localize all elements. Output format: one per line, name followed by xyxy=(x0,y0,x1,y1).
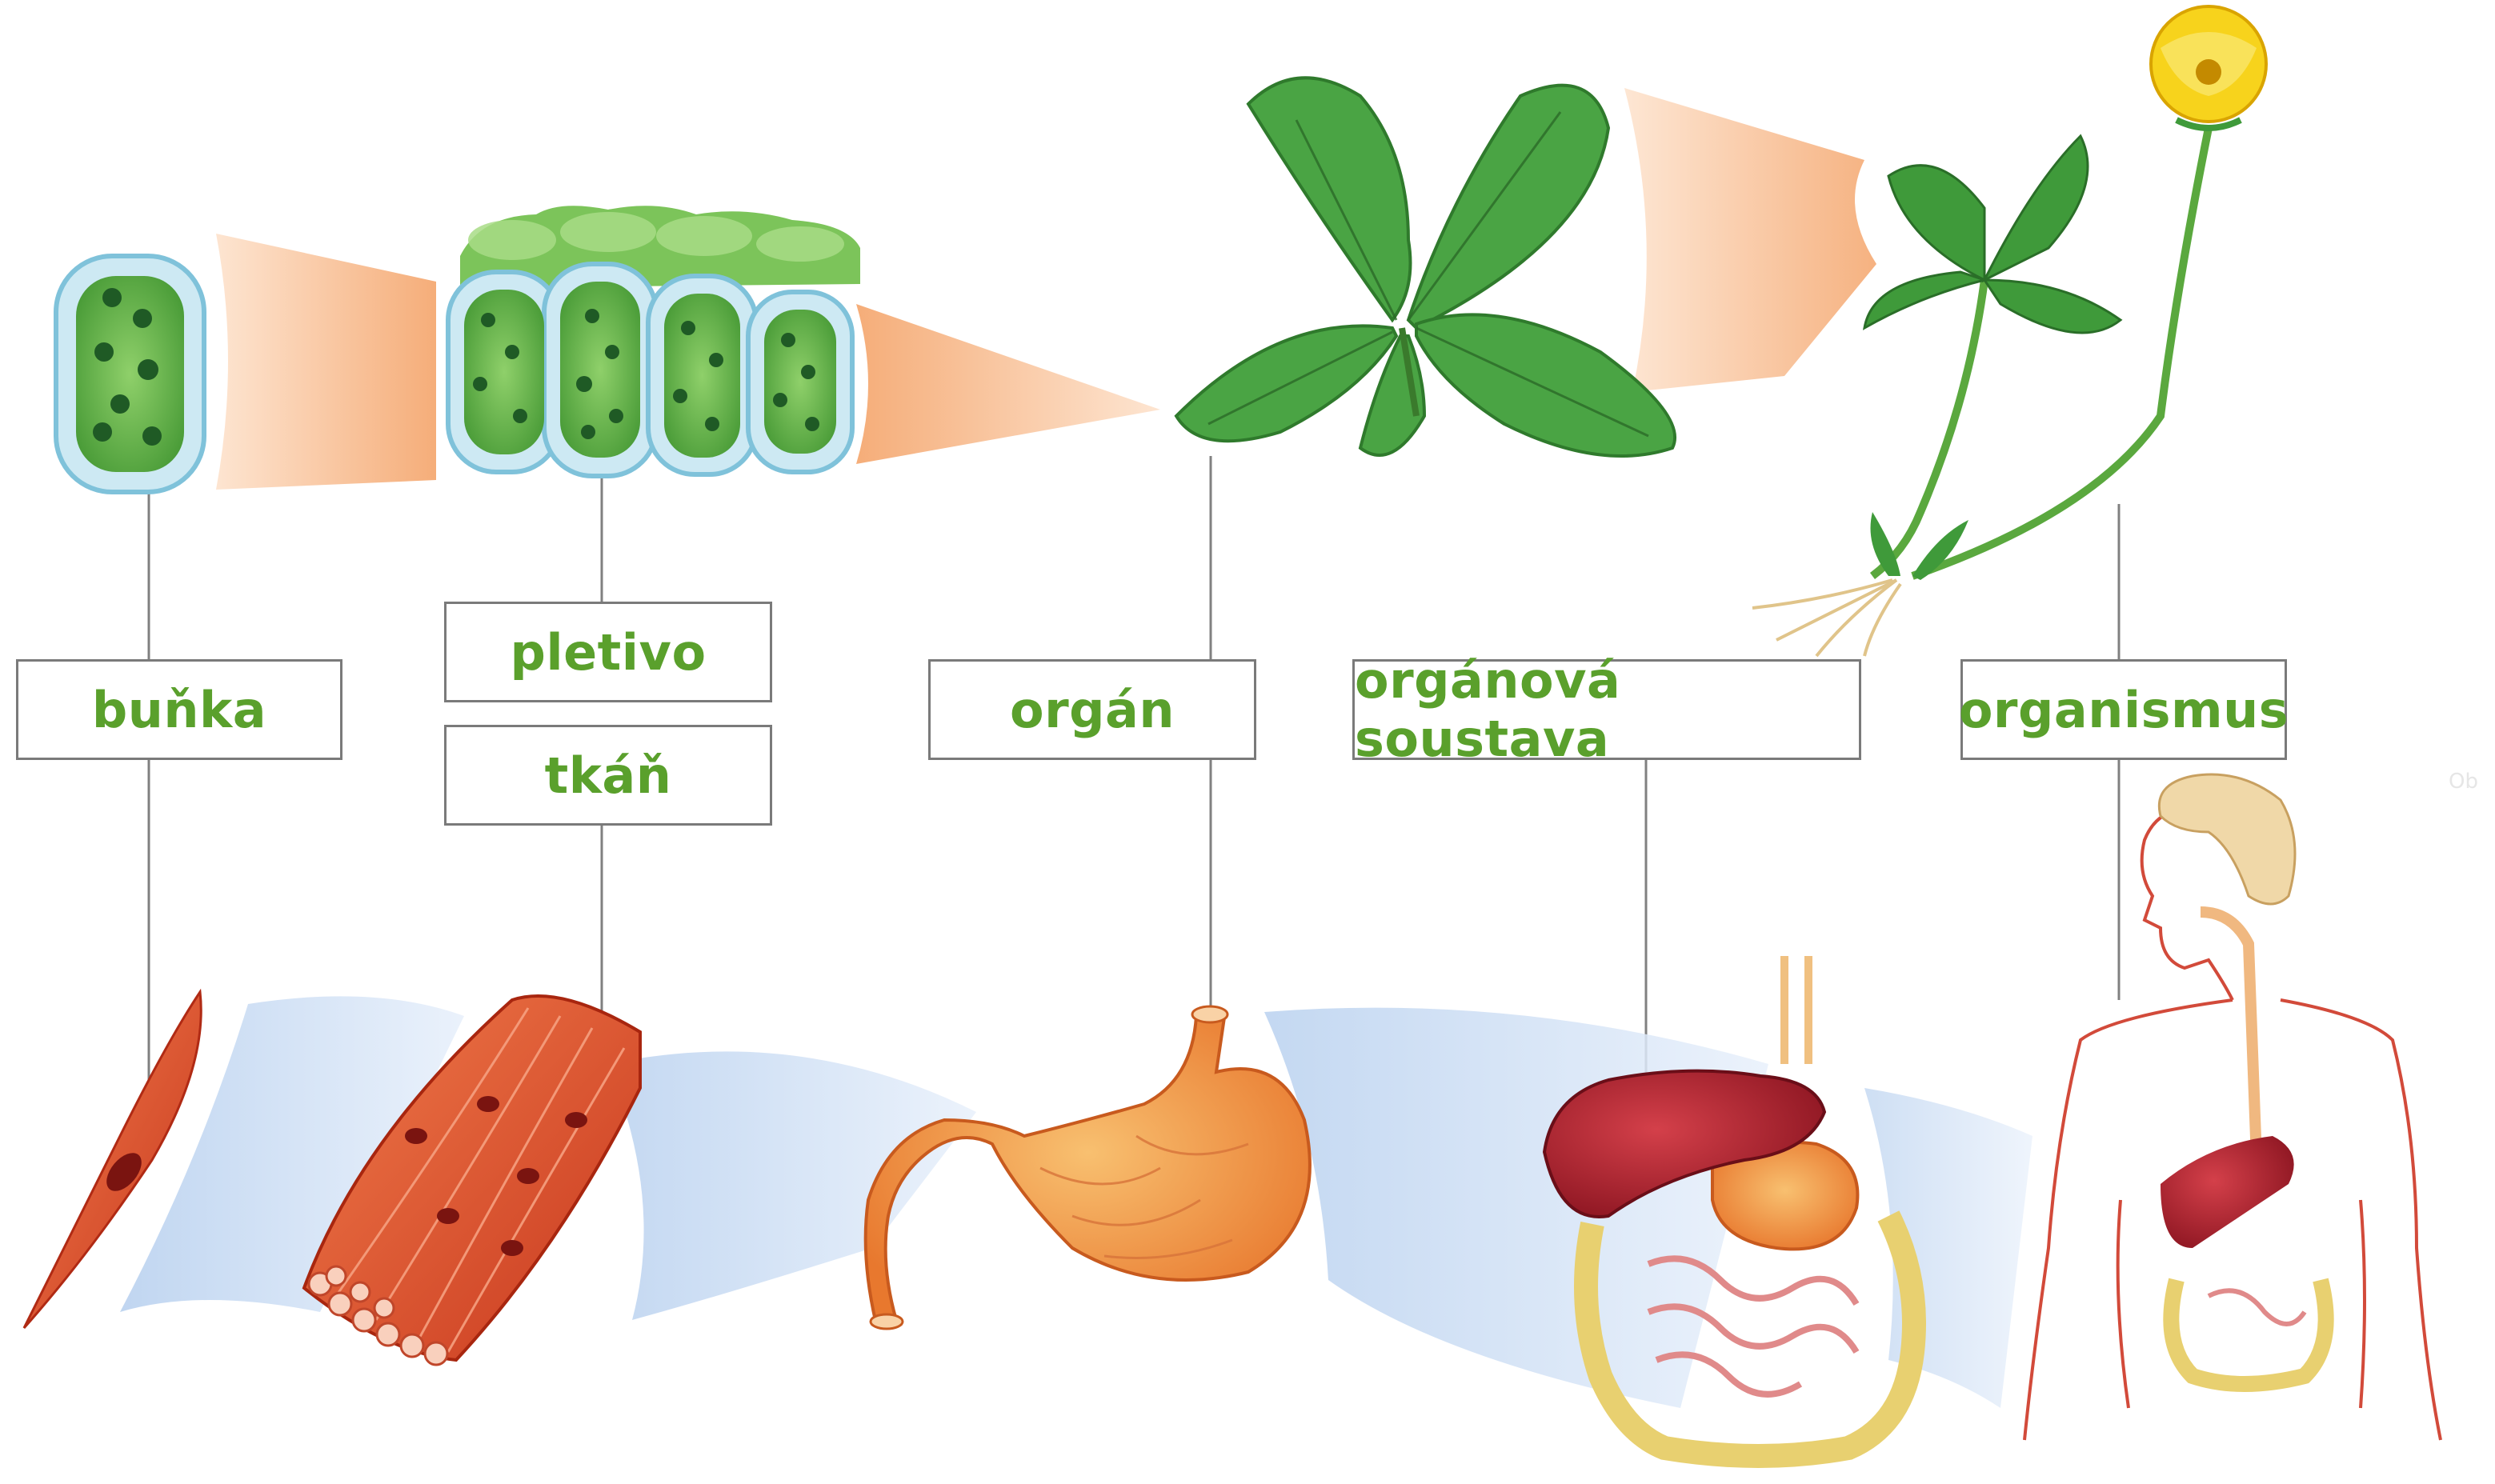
plant-organism-icon xyxy=(1752,6,2266,656)
zoom-arrow-organ-to-organism xyxy=(1624,88,1876,392)
label-tkan: tkáň xyxy=(444,725,772,826)
faint-watermark-text: Ob xyxy=(2449,770,2478,794)
label-pletivo: pletivo xyxy=(444,602,772,702)
leaf-organ-icon xyxy=(1176,78,1675,456)
human-body-icon xyxy=(2024,774,2441,1440)
zoom-arrow-stomach-to-system xyxy=(1264,1008,1768,1408)
label-bunka: buňka xyxy=(16,659,342,760)
label-organ: orgán xyxy=(928,659,1256,760)
label-organismus: organismus xyxy=(1960,659,2287,760)
plant-tissue-icon xyxy=(448,206,860,476)
zoom-arrow-tissue-to-stomach xyxy=(608,1051,976,1320)
label-organova-soustava: orgánová soustava xyxy=(1352,659,1861,760)
zoom-arrow-cell-to-tissue xyxy=(216,234,436,490)
flower-icon xyxy=(2151,6,2266,128)
zoom-arrow-tissue-to-organ xyxy=(856,304,1160,464)
plant-cell-icon xyxy=(56,256,204,492)
